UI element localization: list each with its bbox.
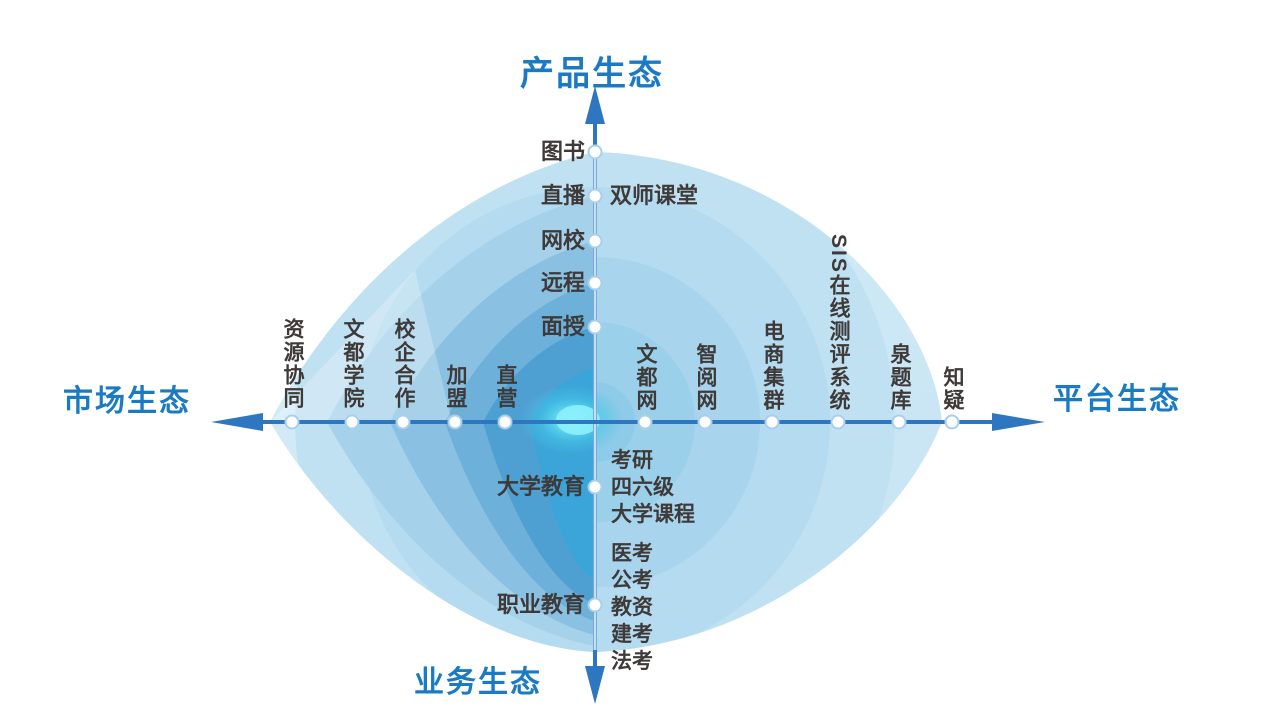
platform-axis-point [830, 414, 846, 430]
product-item-label: 面授 [540, 314, 585, 339]
platform-axis-point [637, 414, 653, 430]
business-list-item: 法考 [611, 650, 653, 673]
platform-axis-point [697, 414, 713, 430]
product-item-label: 远程 [540, 270, 585, 295]
down-arrow-icon [585, 666, 605, 704]
market-item-label: 加盟 [444, 364, 467, 410]
business-list-item: 公考 [611, 569, 653, 592]
market-axis-point [284, 414, 300, 430]
product-axis-point [587, 144, 603, 160]
facet-highlight [270, 270, 452, 422]
right-arrow-icon [992, 413, 1045, 431]
business-list-item: 建考 [611, 623, 653, 646]
market-axis-point [447, 414, 463, 430]
platform-item-label: 知疑 [941, 366, 964, 412]
market-axis-title: 市场生态 [63, 385, 191, 418]
platform-axis-title: 平台生态 [1053, 383, 1181, 416]
business-list-item: 大学课程 [611, 503, 695, 526]
vertical-axis-line-inner [593, 152, 597, 650]
business-list-item: 教资 [611, 596, 653, 619]
business-axis-point [587, 479, 603, 495]
market-axis-point [344, 414, 360, 430]
platform-item-label: 电商集群 [761, 320, 784, 412]
platform-item-label: 泉题库 [888, 343, 911, 412]
product-axis-point [587, 319, 603, 335]
product-axis-point [587, 233, 603, 249]
platform-axis-point [764, 414, 780, 430]
business-list-item: 医考 [611, 542, 653, 565]
product-item-label: 直播 [540, 183, 585, 208]
business-axis-title: 业务生态 [414, 666, 542, 699]
platform-item-label: 智阅网 [694, 343, 717, 412]
business-list-item: 考研 [611, 449, 653, 472]
market-item-label: 校企合作 [392, 318, 415, 410]
market-item-label: 资源协同 [281, 318, 304, 410]
horizontal-axis-line [262, 420, 996, 424]
platform-axis-point [944, 414, 960, 430]
up-arrow-icon [585, 86, 605, 124]
product-axis-point [587, 275, 603, 291]
market-item-label: 文都学院 [341, 318, 364, 410]
business-group-list: 考研四六级大学课程 [611, 447, 695, 528]
product-axis-title: 产品生态 [520, 55, 664, 93]
platform-axis-point [891, 414, 907, 430]
business-group-label: 大学教育 [496, 474, 585, 499]
product-item-label: 网校 [540, 228, 585, 253]
platform-item-label: 文都网 [634, 343, 657, 412]
business-list-item: 四六级 [611, 476, 674, 499]
market-axis-point [497, 414, 513, 430]
product-item-note: 双师课堂 [610, 183, 699, 208]
business-group-list: 医考公考教资建考法考 [611, 540, 653, 675]
market-item-label: 直营 [494, 364, 517, 410]
product-axis-point [587, 188, 603, 204]
market-axis-point [395, 414, 411, 430]
product-item-label: 图书 [540, 139, 585, 164]
platform-item-label: SIS在线测评系统 [827, 234, 850, 412]
business-group-label: 职业教育 [496, 592, 585, 617]
business-axis-point [587, 597, 603, 613]
left-arrow-icon [211, 413, 263, 431]
